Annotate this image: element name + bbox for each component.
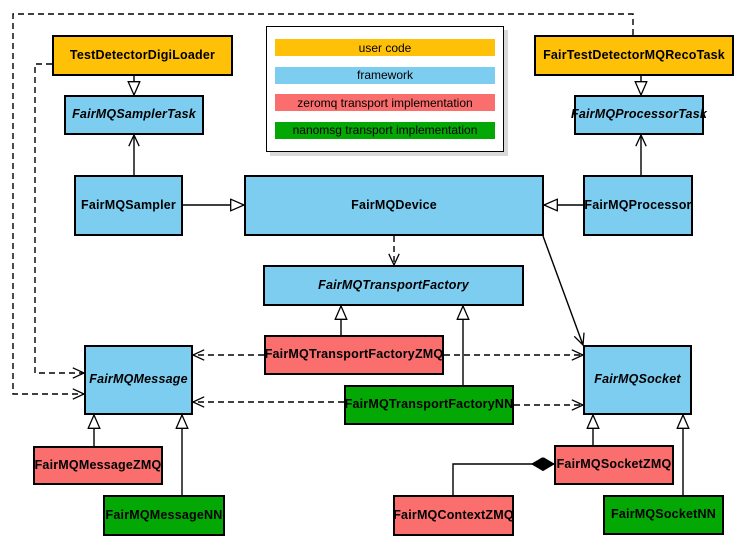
class-box-fairmqtransportfactory: FairMQTransportFactory <box>263 265 524 306</box>
legend-item-framework: framework <box>275 66 495 84</box>
class-box-fairmqsocketzmq: FairMQSocketZMQ <box>554 445 674 485</box>
class-box-fairmqprocessortask: FairMQProcessorTask <box>571 95 707 135</box>
class-box-fairmqsampler: FairMQSampler <box>74 175 183 236</box>
edge-fairtestdetectormqrecotask-to-fairmqmessage <box>12 13 634 400</box>
class-box-fairmqprocessor: FairMQProcessor <box>583 175 693 236</box>
class-box-fairmqcontextzmq: FairMQContextZMQ <box>393 495 514 536</box>
class-box-fairmqsocket: FairMQSocket <box>583 345 692 415</box>
legend-item-nn: nanomsg transport implementation <box>275 121 495 139</box>
legend-item-zmq: zeromq transport implementation <box>275 94 495 112</box>
legend-item-user: user code <box>275 39 495 57</box>
class-box-fairmqsamplertask: FairMQSamplerTask <box>64 95 204 135</box>
class-box-fairmqmessagezmq: FairMQMessageZMQ <box>33 446 163 485</box>
class-box-fairmqmessage: FairMQMessage <box>84 345 193 415</box>
edge-fairmqdevice-to-fairmqsocket <box>542 235 585 347</box>
class-box-fairmqdevice: FairMQDevice <box>244 175 544 236</box>
class-box-testdetectordigiloader: TestDetectorDigiLoader <box>52 35 233 76</box>
legend-box: user code framework zeromq transport imple… <box>266 26 504 152</box>
edge-fairmqcontextzmq-to-fairmqsocketzmq <box>452 464 554 495</box>
edge-testdetectordigiloader-to-fairmqmessage <box>34 63 86 379</box>
class-box-fairmqmessagenn: FairMQMessageNN <box>103 495 225 536</box>
class-box-fairmqsocketnn: FairMQSocketNN <box>603 495 724 535</box>
class-box-fairmqtransportfactorynn: FairMQTransportFactoryNN <box>344 385 514 425</box>
class-box-fairtestdetectormqrecotask: FairTestDetectorMQRecoTask <box>534 35 734 76</box>
class-box-fairmqtransportfactoryzmq: FairMQTransportFactoryZMQ <box>264 335 444 375</box>
